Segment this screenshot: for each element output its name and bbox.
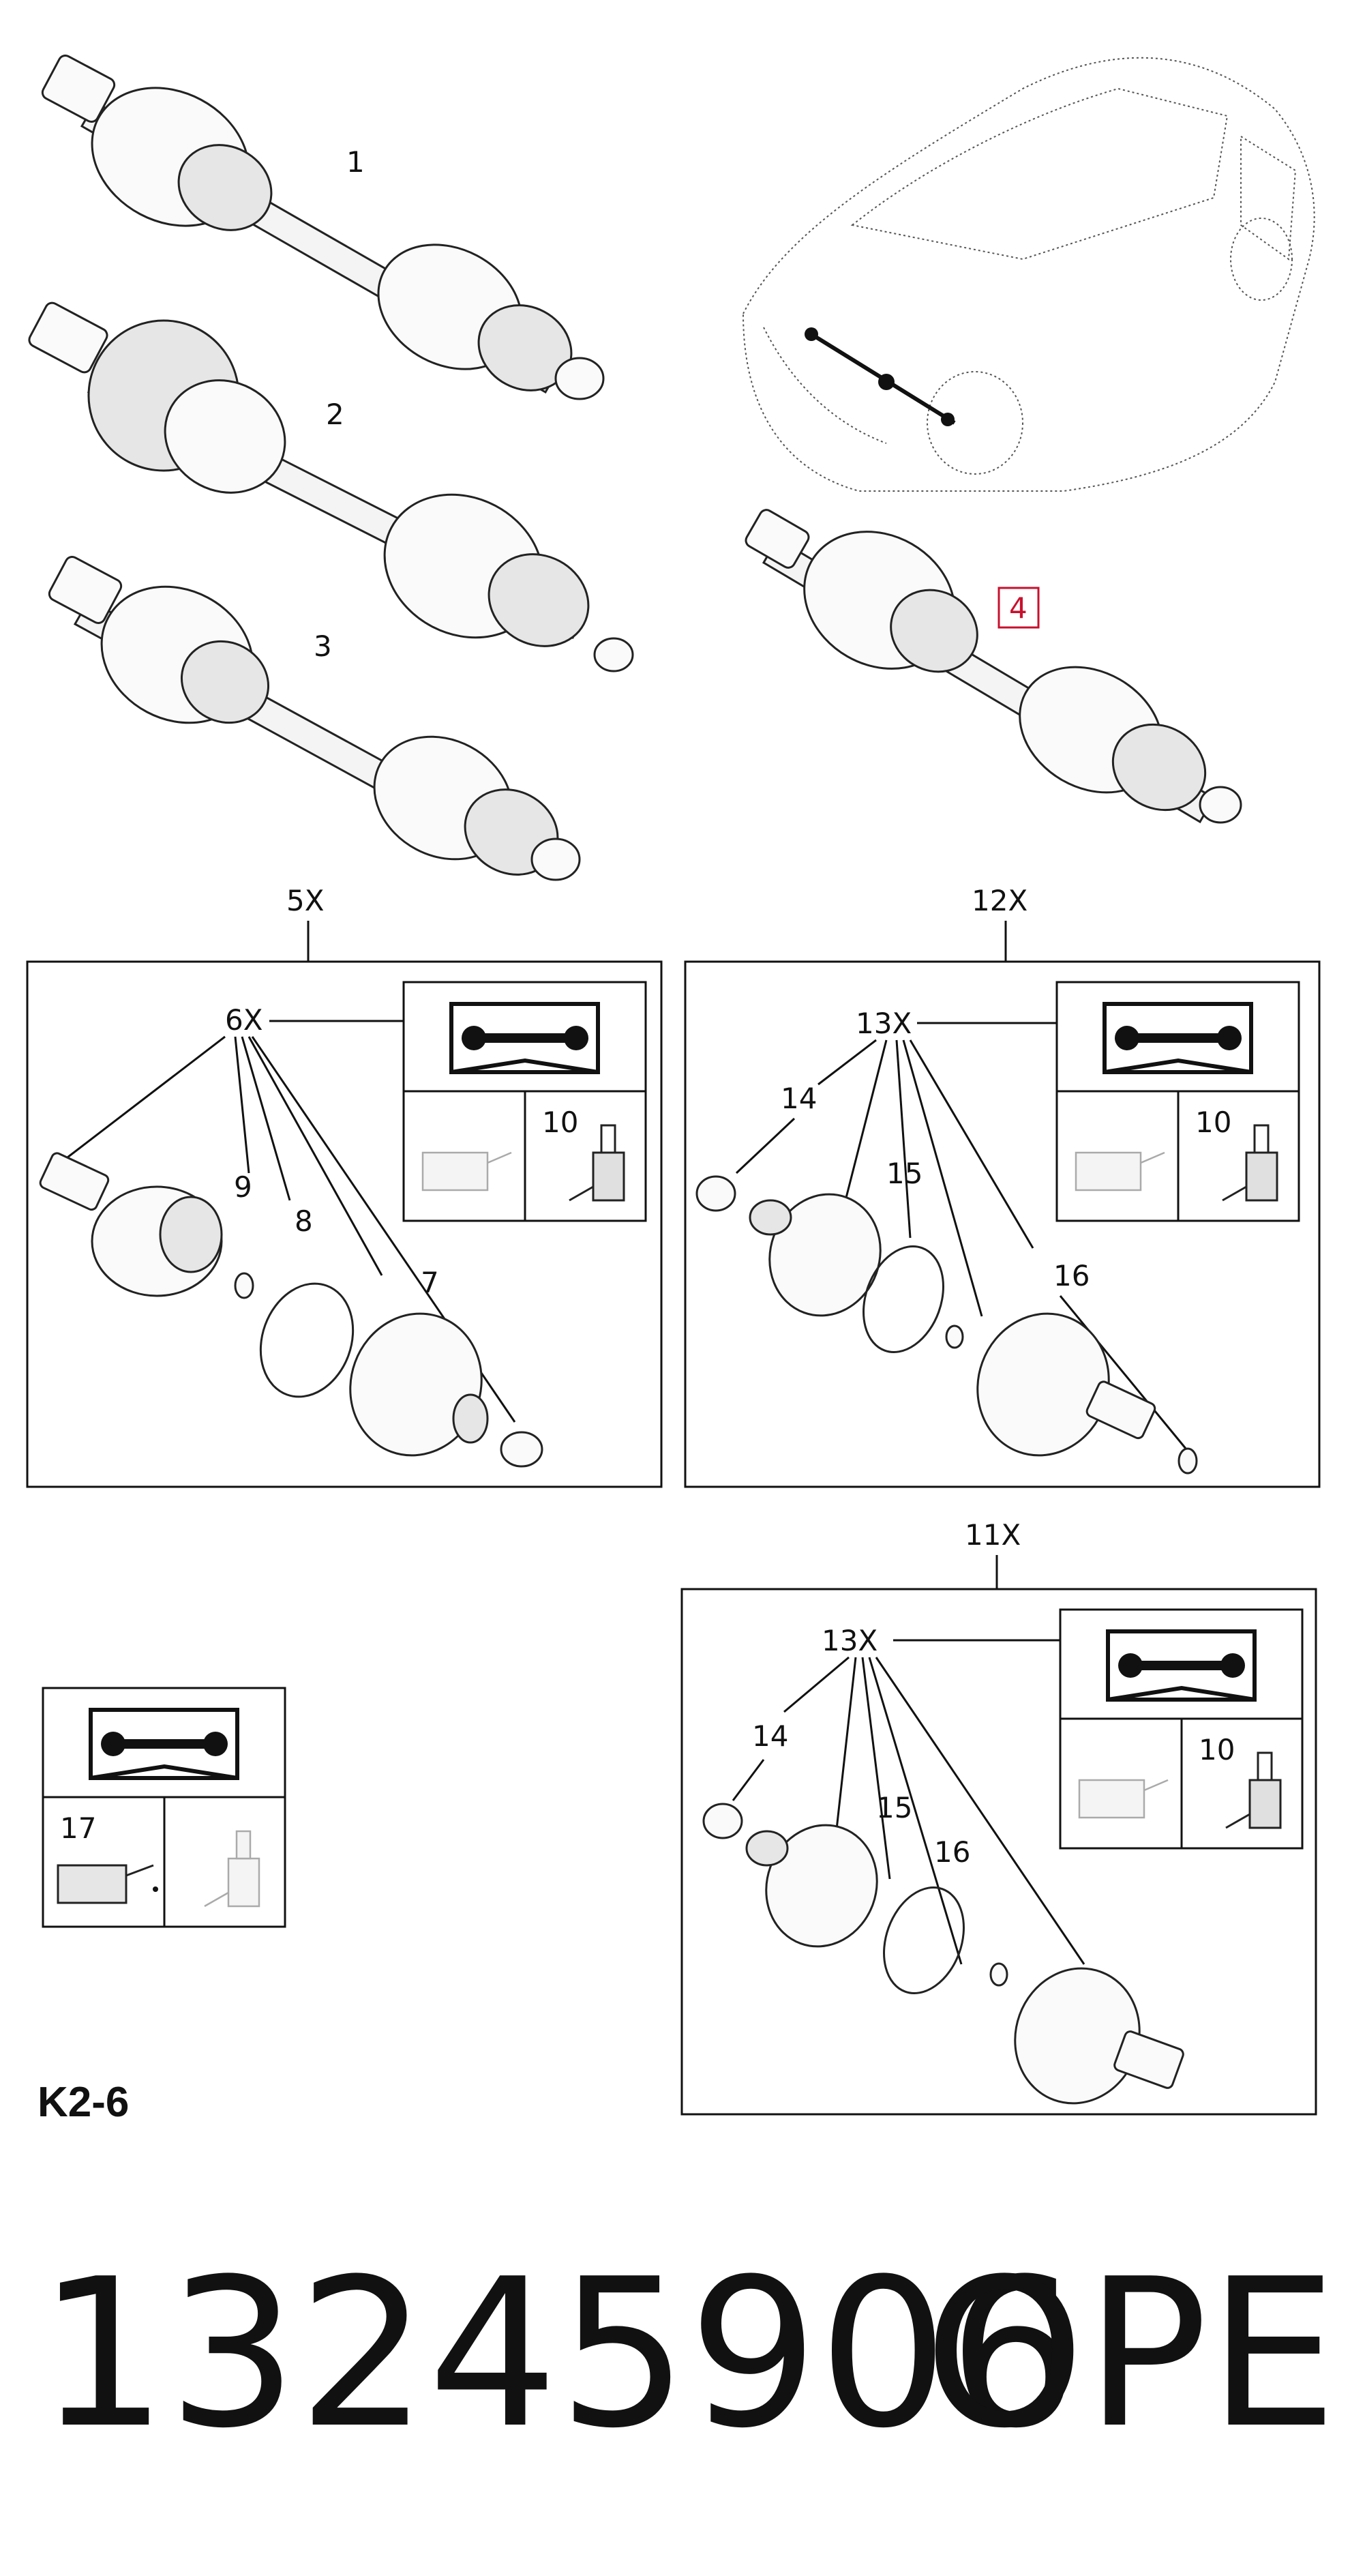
oil-can-icon <box>1075 1151 1165 1191</box>
inner-cv-joint-11x <box>1014 1967 1184 2105</box>
callout-7: 7 <box>421 1266 439 1299</box>
oil-can-icon <box>57 1864 158 1904</box>
callout-11x: 11X <box>965 1518 1021 1552</box>
callout-13x-11x: 13X <box>822 1624 877 1657</box>
snap-ring-16-12x <box>1178 1447 1198 1475</box>
drive-shaft-1 <box>41 54 605 400</box>
snap-ring-12x <box>945 1324 964 1349</box>
callout-6x: 6X <box>225 1003 263 1037</box>
clamp-15-11x <box>883 1886 965 1994</box>
callout-16-11x: 16 <box>934 1835 970 1869</box>
callout-14-12x: 14 <box>781 1082 817 1115</box>
inner-cv-joint-12x <box>976 1312 1156 1457</box>
boot-7 <box>349 1312 489 1457</box>
grease-tube-icon <box>204 1830 260 1908</box>
part-number: 13245906 <box>38 2235 1079 2473</box>
grease-tube-icon <box>569 1124 625 1202</box>
service-panel-5x: 10 <box>402 981 647 1222</box>
callout-8: 8 <box>295 1204 313 1238</box>
callout-1: 1 <box>346 145 365 179</box>
grease-tube-icon <box>1222 1124 1278 1202</box>
group-5x-box <box>26 960 663 1488</box>
callout-15-12x: 15 <box>886 1157 922 1190</box>
callout-10-11x: 10 <box>1199 1733 1235 1766</box>
manual-wrench-icon <box>449 1002 600 1074</box>
manual-wrench-icon <box>1106 1629 1257 1702</box>
callout-17: 17 <box>60 1811 96 1845</box>
oil-can-icon <box>1078 1779 1169 1819</box>
group-12x-box <box>684 960 1321 1488</box>
callout-16-12x: 16 <box>1053 1259 1090 1292</box>
callout-10-5x: 10 <box>542 1106 578 1139</box>
brand-name: OPEL <box>924 2235 1350 2473</box>
boot-11x <box>745 1824 878 1948</box>
callout-3: 3 <box>314 630 332 663</box>
boot-12x <box>749 1193 882 1317</box>
snap-ring-9 <box>234 1272 254 1299</box>
drive-shaft-2 <box>28 301 634 672</box>
manual-wrench-icon <box>1102 1002 1253 1074</box>
callout-15-11x: 15 <box>876 1791 912 1824</box>
callout-13x-12x: 13X <box>856 1007 912 1040</box>
callout-14-11x: 14 <box>752 1719 788 1753</box>
outer-cv-joint-5x <box>39 1152 223 1297</box>
clamp-small-5x <box>500 1431 543 1468</box>
oil-can-icon <box>421 1151 512 1191</box>
snap-ring-16-11x <box>989 1962 1008 1987</box>
service-panel-11x: 10 <box>1059 1608 1304 1850</box>
drive-shaft-4 <box>745 509 1242 824</box>
callout-12x: 12X <box>972 884 1028 917</box>
callout-5x: 5X <box>286 884 325 917</box>
group-11x-box <box>680 1588 1317 2116</box>
clamp-15-12x <box>862 1245 944 1353</box>
grease-tube-icon <box>1225 1751 1282 1829</box>
clamp-14-11x <box>702 1803 743 1839</box>
callout-9: 9 <box>234 1170 252 1204</box>
callout-2: 2 <box>326 398 344 431</box>
callout-10-12x: 10 <box>1195 1106 1231 1139</box>
manual-wrench-icon <box>89 1708 239 1780</box>
service-panel-17: 17 <box>42 1687 286 1928</box>
service-panel-12x: 10 <box>1055 981 1300 1222</box>
clamp-14-12x <box>695 1175 736 1212</box>
section-label: K2-6 <box>38 2079 129 2126</box>
drive-shaft-3 <box>48 555 581 881</box>
vehicle-illustration <box>742 57 1315 492</box>
callout-4[interactable]: 4 <box>1009 591 1028 625</box>
clamp-8 <box>259 1282 355 1398</box>
